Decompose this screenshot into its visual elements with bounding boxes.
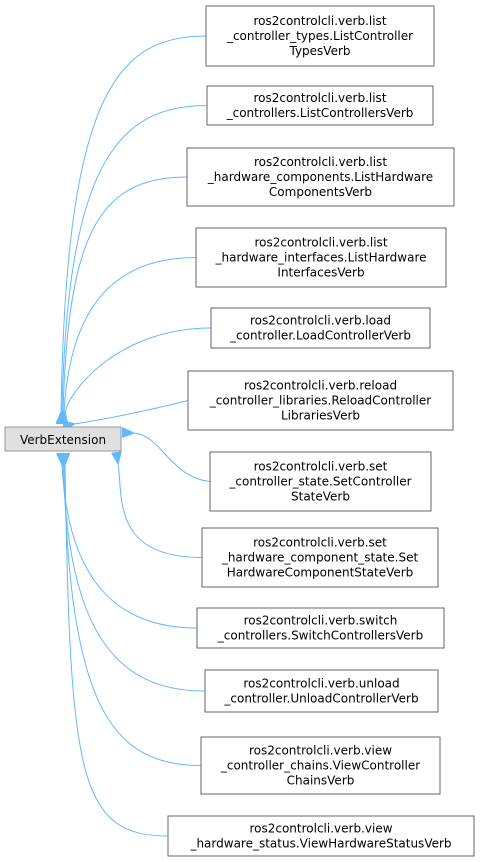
derived-class-node[interactable]: ros2controlcli.verb.reload_controller_li… [187,370,454,431]
derived-class-node[interactable]: ros2controlcli.verb.list_hardware_interf… [195,227,447,288]
class-name-line: LibrariesVerb [281,409,360,423]
inheritance-edge [62,105,208,414]
class-box [196,607,445,649]
class-box [209,451,432,512]
inheritance-edge [133,433,211,482]
class-name-line: ros2controlcli.verb.view [249,744,392,758]
class-name-line: _controller_state.SetController [228,475,411,489]
derived-class-node[interactable]: ros2controlcli.verb.view_controller_chai… [200,736,441,795]
class-box [204,669,439,713]
class-name-line: ros2controlcli.verb.list [254,155,387,169]
class-box [201,527,439,588]
class-name-line: ComponentsVerb [269,185,372,199]
inheritance-edges [61,35,212,837]
class-box [210,307,431,349]
class-name-line: InterfacesVerb [277,266,364,280]
class-name-line: ros2controlcli.verb.list [253,14,386,28]
derived-class-node[interactable]: ros2controlcli.verb.set_controller_state… [209,451,432,512]
inheritance-edge [63,464,206,692]
class-name-line: _hardware_interfaces.ListHardware [214,251,426,265]
class-name-line: _hardware_component_state.Set [221,551,419,565]
inheritance-edge [118,463,203,558]
base-class-label: VerbExtension [20,433,106,447]
inheritance-edge [63,176,188,413]
derived-class-node[interactable]: ros2controlcli.verb.view_hardware_status… [167,815,475,857]
class-box [187,370,454,431]
class-name-line: ros2controlcli.verb.reload [244,379,397,393]
class-nodes: ros2controlcli.verb.list_controller_type… [167,5,475,857]
class-name-line: _controllers.SwitchControllersVerb [217,629,423,643]
derived-class-node[interactable]: ros2controlcli.verb.unload_controller.Un… [204,669,439,713]
class-box [205,5,435,67]
inheritance-edge [61,35,207,413]
class-name-line: _controller.UnloadControllerVerb [223,692,418,706]
derived-class-node[interactable]: ros2controlcli.verb.list_controller_type… [205,5,435,67]
derived-class-node[interactable]: ros2controlcli.verb.list_hardware_compon… [186,147,455,207]
derived-class-node[interactable]: ros2controlcli.verb.list_controllers.Lis… [206,85,434,126]
class-name-line: ros2controlcli.verb.set [253,536,387,550]
inheritance-edge [64,464,202,766]
inheritance-edge [65,464,169,837]
class-name-line: _controllers.ListControllersVerb [226,106,414,120]
inheritance-edge [65,327,212,413]
class-box [206,85,434,126]
class-name-line: HardwareComponentStateVerb [227,566,414,580]
class-name-line: TypesVerb [288,44,350,58]
class-name-line: _hardware_components.ListHardware [207,170,433,184]
derived-class-node[interactable]: ros2controlcli.verb.set_hardware_compone… [201,527,439,588]
base-class-node[interactable]: VerbExtension [4,426,122,452]
class-name-line: _controller_libraries.ReloadController [209,394,431,408]
class-box [167,815,475,857]
class-name-line: _controller_types.ListController [226,29,413,43]
class-name-line: _hardware_status.ViewHardwareStatusVerb [189,837,451,851]
inheritance-edge [74,400,189,425]
class-name-line: ros2controlcli.verb.set [254,460,388,474]
class-box [200,736,441,795]
derived-class-node[interactable]: ros2controlcli.verb.switch_controllers.S… [196,607,445,649]
inheritance-edge [62,464,198,629]
class-name-line: ros2controlcli.verb.unload [243,677,399,691]
class-name-line: StateVerb [291,490,350,504]
class-name-line: ChainsVerb [287,774,355,788]
class-name-line: ros2controlcli.verb.list [253,91,386,105]
class-box [186,147,455,207]
class-name-line: ros2controlcli.verb.list [254,236,387,250]
derived-class-node[interactable]: ros2controlcli.verb.load_controller.Load… [210,307,431,349]
inheritance-edge [64,257,197,414]
class-name-line: ros2controlcli.verb.load [250,314,391,328]
class-name-line: _controller.LoadControllerVerb [229,329,411,343]
class-name-line: _controller_chains.ViewController [220,759,420,773]
class-name-line: ros2controlcli.verb.view [249,822,392,836]
class-name-line: ros2controlcli.verb.switch [244,614,398,628]
class-box [195,227,447,288]
